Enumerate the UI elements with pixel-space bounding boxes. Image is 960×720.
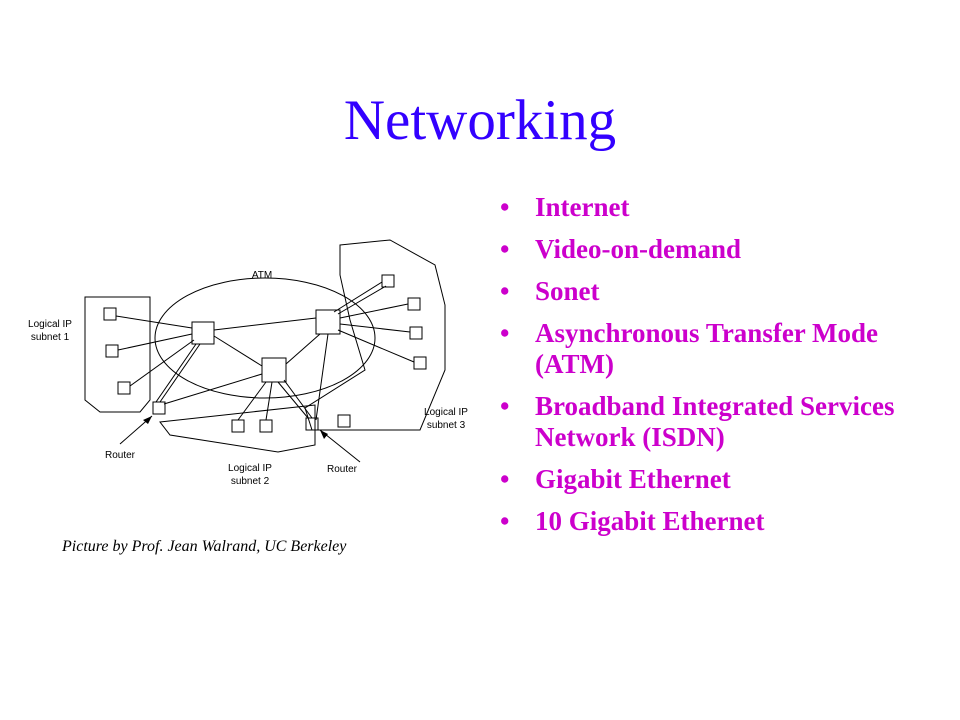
- subnet-1-boundary: [84, 296, 151, 413]
- host: [231, 419, 245, 433]
- bullet-text: 10 Gigabit Ethernet: [535, 506, 765, 536]
- subnet-2-label-line1: Logical IP: [228, 463, 272, 474]
- host: [407, 297, 421, 311]
- bullet-text: Gigabit Ethernet: [535, 464, 731, 494]
- subnet-3-label-line1: Logical IP: [424, 407, 468, 418]
- bullet-text: Video-on-demand: [535, 234, 742, 264]
- subnet-2-boundary: [159, 404, 316, 453]
- subnet-3-boundary: [304, 239, 446, 431]
- host: [103, 307, 117, 321]
- bullet-item: • Sonet: [498, 276, 938, 307]
- subnet-3-label-line2: subnet 3: [427, 420, 466, 431]
- bullet-glyph: •: [500, 318, 510, 348]
- host: [413, 356, 427, 370]
- host: [117, 381, 131, 395]
- bullet-text: Internet: [535, 192, 630, 222]
- atm-switch-center: [261, 357, 287, 383]
- bullet-glyph: •: [500, 234, 510, 264]
- atm-label: ATM: [252, 270, 272, 281]
- bullet-text: Asynchronous Transfer Mode (ATM): [535, 318, 879, 379]
- host: [337, 414, 351, 428]
- atm-switch-left: [191, 321, 215, 345]
- host: [105, 344, 119, 358]
- bullet-item: • Broadband Integrated Services Network (…: [498, 391, 938, 453]
- subnet-2-label-line2: subnet 2: [231, 476, 270, 487]
- bullet-glyph: •: [500, 192, 510, 222]
- bullet-item: • Video-on-demand: [498, 234, 938, 265]
- slide-title: Networking: [343, 89, 617, 152]
- atm-switch-right: [315, 309, 341, 335]
- network-diagram: ATM Logical IP subnet 1 Logical IP subne…: [28, 239, 468, 487]
- bullet-list: • Internet • Video-on-demand • Sonet • Async…: [498, 192, 938, 548]
- router-label-right: Router: [327, 464, 358, 475]
- arrowhead: [143, 416, 152, 424]
- subnet-1-label-line1: Logical IP: [28, 319, 72, 330]
- bullet-glyph: •: [500, 276, 510, 306]
- bullet-text: Sonet: [535, 276, 600, 306]
- bullet-item: • 10 Gigabit Ethernet: [498, 506, 938, 537]
- bullet-glyph: •: [500, 506, 510, 536]
- host: [381, 274, 395, 288]
- router-label-left: Router: [105, 450, 136, 461]
- atm-cloud: [154, 277, 376, 399]
- bullet-item: • Internet: [498, 192, 938, 223]
- bullet-glyph: •: [500, 464, 510, 494]
- figure-caption: Picture by Prof. Jean Walrand, UC Berkel…: [62, 538, 347, 555]
- bullet-text: Broadband Integrated Services Network (I…: [535, 391, 895, 452]
- host: [409, 326, 423, 340]
- host: [259, 419, 273, 433]
- bullet-item: • Gigabit Ethernet: [498, 464, 938, 495]
- arrowhead: [320, 430, 328, 439]
- bullet-glyph: •: [500, 391, 510, 421]
- subnet-1-label-line2: subnet 1: [31, 332, 70, 343]
- router-left: [152, 401, 166, 415]
- bullet-item: • Asynchronous Transfer Mode (ATM): [498, 318, 938, 380]
